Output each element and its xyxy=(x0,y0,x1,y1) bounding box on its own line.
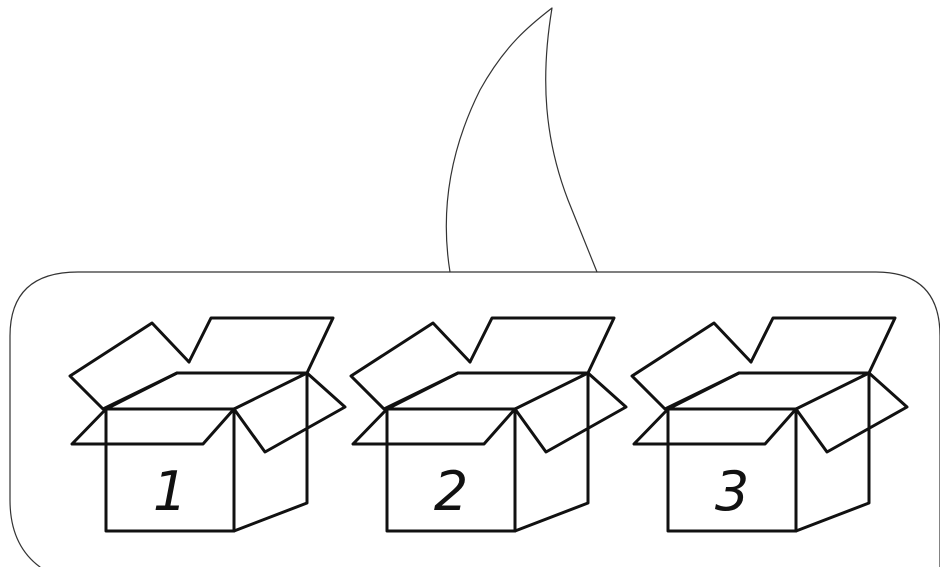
box-3-number: 3 xyxy=(715,460,749,523)
box-1-body xyxy=(70,318,345,531)
speech-bubble-tail xyxy=(446,8,597,272)
speech-bubble xyxy=(10,272,940,567)
box-1-number: 1 xyxy=(153,460,187,523)
box-3: 3 xyxy=(632,318,907,531)
box-2: 2 xyxy=(351,318,626,531)
box-3-body xyxy=(632,318,907,531)
box-2-number: 2 xyxy=(434,460,468,523)
box-1: 1 xyxy=(70,318,345,531)
box-2-body xyxy=(351,318,626,531)
